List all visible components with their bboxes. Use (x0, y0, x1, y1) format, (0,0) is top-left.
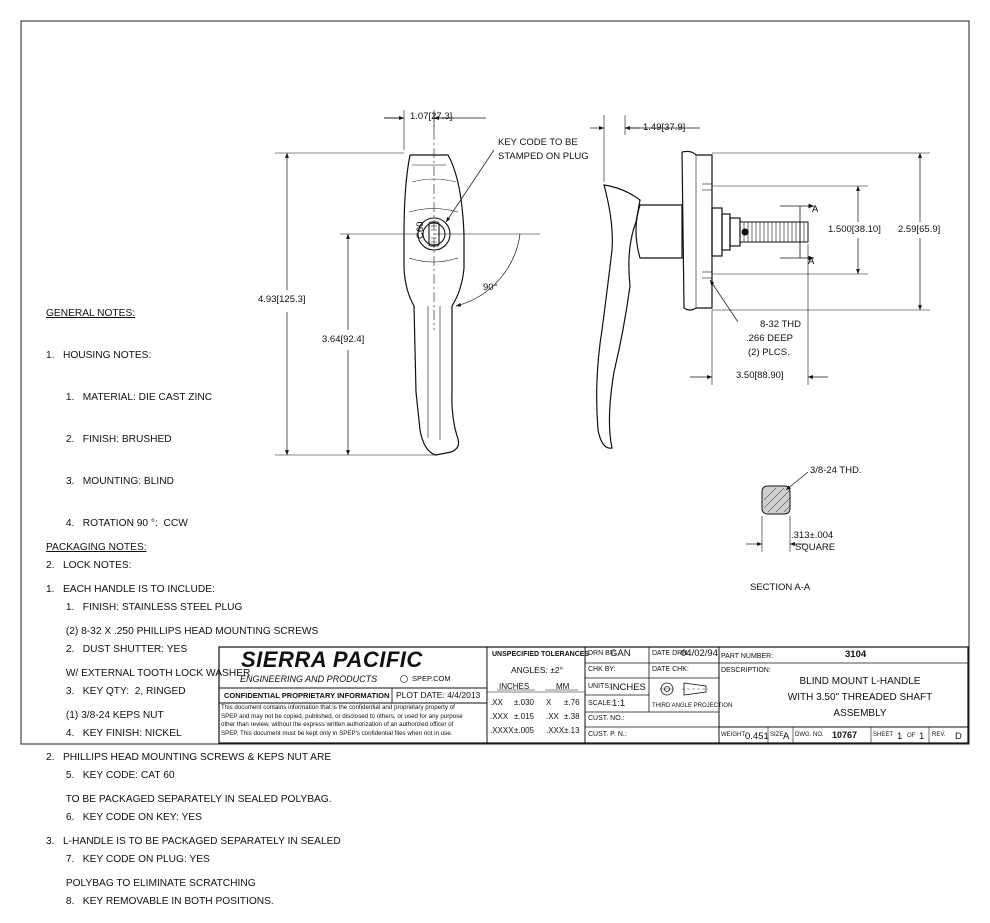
title-block-grid (218, 646, 969, 744)
side-view-handle (596, 150, 741, 449)
tolerance-mm-values: ±.76±.38±.13 (564, 698, 580, 735)
note-line: 2. FINISH: BRUSHED (46, 434, 172, 445)
thread-callout: 8-32 THD.266 DEEP(2) PLCS. (746, 319, 802, 358)
part-number-label: PART NUMBER: (721, 653, 774, 660)
projection-label: THIRD ANGLE PROJECTION (652, 703, 733, 709)
description: BLIND MOUNT L-HANDLE WITH 3.50" THREADED… (787, 676, 933, 719)
note-line: TO BE PACKAGED SEPARATELY IN SEALED POLY… (46, 794, 332, 805)
angles-tolerance: ANGLES: ±2° (511, 665, 564, 675)
units-label: UNITS: (588, 683, 611, 690)
note-line: (2) 8-32 X .250 PHILLIPS HEAD MOUNTING S… (46, 626, 319, 637)
note-line: 1. FINISH: STAINLESS STEEL PLUG (46, 602, 243, 613)
note-line: 2. PHILLIPS HEAD MOUNTING SCREWS & KEPS … (46, 752, 332, 763)
cust-pn-label: CUST. P. N.: (588, 731, 627, 738)
tolerances-label: UNSPECIFIED TOLERANCES (492, 651, 590, 658)
weight: 0.451 (745, 731, 769, 742)
chk-by-label: CHK BY: (588, 666, 616, 673)
scale-label: SCALE: (588, 700, 613, 707)
date-chk-label: DATE CHK: (652, 666, 689, 673)
sheet-number: 1 (897, 731, 903, 742)
scale: 1:1 (612, 698, 626, 709)
tolerance-inch-formats: .XX.XXX.XXXX (490, 698, 514, 735)
note-line: 3. KEY QTY: 2, RINGED (46, 686, 186, 697)
part-number: 3104 (845, 649, 867, 660)
note-line: W/ EXTERNAL TOOTH LOCK WASHER (46, 668, 251, 679)
size: A (783, 731, 790, 742)
sheet-total: 1 (919, 731, 925, 742)
shaft-thread-callout: 3/8-24 THD. (810, 465, 862, 476)
note-line: 2. LOCK NOTES: (46, 560, 132, 571)
drn-by: GAN (610, 648, 631, 659)
section-a-label-bottom: A (808, 256, 815, 267)
dim-height-lower: 3.64[92.4] (322, 334, 365, 345)
note-line: 4. ROTATION 90 °: CCW (46, 518, 188, 529)
size-label: SIZE: (770, 732, 786, 738)
note-line: (1) 3/8-24 KEPS NUT (46, 710, 164, 721)
dim-shaft-length: 3.50[88.90] (736, 370, 784, 381)
weight-label: WEIGHT: (721, 732, 746, 738)
mm-label: MM (556, 682, 570, 691)
dim-rotation: 90° (483, 282, 498, 293)
company-name: SIERRA PACIFIC (241, 647, 423, 672)
note-line: 3. MOUNTING: BLIND (46, 476, 174, 487)
general-notes-heading: GENERAL NOTES: (46, 308, 136, 319)
dim-hole-spacing: 1.500[38.10] (828, 224, 881, 235)
dwg-no: 10767 (832, 730, 858, 740)
section-a-label-top: A (812, 204, 819, 215)
front-view-handle (403, 154, 465, 456)
units: INCHES (610, 682, 646, 693)
square-shaft-section (761, 485, 791, 515)
of-label: OF (907, 733, 916, 739)
sheet-border (20, 20, 970, 745)
sheet-label: SHEET (873, 732, 894, 738)
packaging-notes-heading: PACKAGING NOTES: (46, 542, 147, 553)
note-line: 1. HOUSING NOTES: (46, 350, 152, 361)
plot-date: PLOT DATE: 4/4/2013 (396, 690, 481, 700)
note-line: 2. DUST SHUTTER: YES (46, 644, 188, 655)
cust-no-label: CUST. NO.: (588, 715, 625, 722)
tolerance-mm-formats: X.XX.XXX (546, 698, 565, 735)
rev-label: REV. (932, 732, 946, 738)
drn-by-label: DRN BY: (588, 650, 617, 657)
third-angle-projection-icon (660, 682, 708, 696)
dim-depth-top: 1.49[37.9] (643, 122, 686, 133)
confidential-label: CONFIDENTIAL PROPRIETARY INFORMATION (224, 691, 390, 700)
date-drn-label: DATE DRN: (652, 650, 690, 657)
description-label: DESCRIPTION: (721, 667, 771, 674)
threaded-shaft (739, 221, 809, 243)
inches-label: INCHES (499, 682, 530, 691)
tolerance-inch-values: ±.030±.015±.005 (514, 698, 534, 735)
company-subtitle: ENGINEERING AND PRODUCTS (240, 674, 378, 684)
section-title: SECTION A-A (750, 582, 811, 593)
dim-width-top: 1.07[27.3] (410, 111, 453, 122)
confidential-notice: This document contains information that … (221, 704, 463, 737)
plug-stamp-mark: C60 (415, 222, 426, 239)
dim-side-height: 2.59[65.9] (898, 224, 941, 235)
company-website: SPEP.COM (412, 674, 451, 683)
note-line: 1. EACH HANDLE IS TO INCLUDE: (46, 584, 215, 595)
note-line: 1. MATERIAL: DIE CAST ZINC (46, 392, 213, 403)
revision: D (955, 731, 962, 742)
note-line: POLYBAG TO ELIMINATE SCRATCHING (46, 878, 256, 889)
drawing-sheet: C60 A A (20, 20, 970, 745)
note-line: 3. L-HANDLE IS TO BE PACKAGED SEPARATELY… (46, 836, 341, 847)
date-drn: 04/02/94 (681, 648, 718, 659)
dwg-no-label: DWG. NO. (795, 732, 824, 738)
note-line: 4. KEY FINISH: NICKEL (46, 728, 182, 739)
dim-height-overall: 4.93[125.3] (258, 294, 306, 305)
